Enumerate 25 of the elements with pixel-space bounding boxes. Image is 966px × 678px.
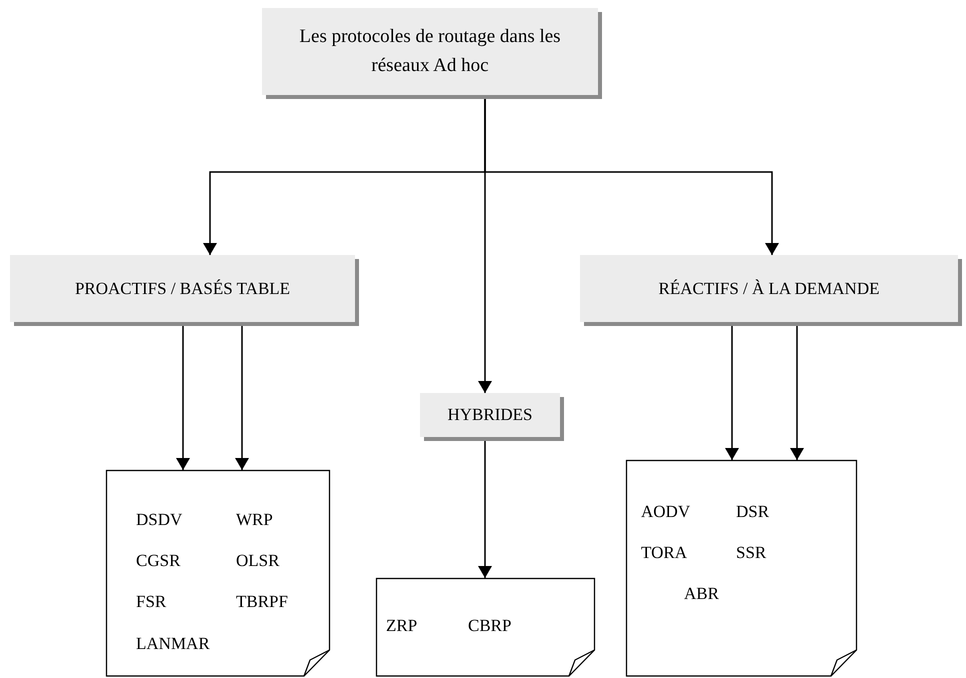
category-box — [420, 393, 560, 437]
category-label: HYBRIDES — [447, 404, 532, 426]
category-label: Les protocoles de routage dans les réseaux Ad hoc — [298, 25, 562, 78]
protocol-name: FSR — [136, 592, 166, 612]
protocol-name: CBRP — [468, 616, 512, 636]
category-box — [10, 255, 355, 322]
protocol-name: OLSR — [236, 551, 280, 572]
category-label: RÉACTIFS / À LA DEMANDE — [658, 278, 880, 300]
category-label: PROACTIFS / BASÉS TABLE — [74, 278, 290, 300]
protocol-name: TBRPF — [236, 592, 288, 612]
protocol-name: AODV — [641, 502, 690, 522]
protocol-name: CGSR — [136, 551, 180, 572]
protocol-name: ZRP — [386, 616, 418, 636]
protocol-name: LANMAR — [136, 634, 210, 654]
protocol-name: TORA — [641, 543, 687, 564]
category-box — [262, 8, 598, 95]
protocol-name: ABR — [684, 584, 719, 604]
category-box — [580, 255, 958, 322]
protocol-name: DSDV — [136, 510, 182, 530]
document-shape — [376, 578, 595, 676]
protocol-name: SSR — [736, 543, 766, 564]
protocol-name: WRP — [236, 510, 273, 530]
document-shape — [626, 460, 857, 676]
protocol-name: DSR — [736, 502, 770, 522]
document-shape — [106, 470, 330, 676]
